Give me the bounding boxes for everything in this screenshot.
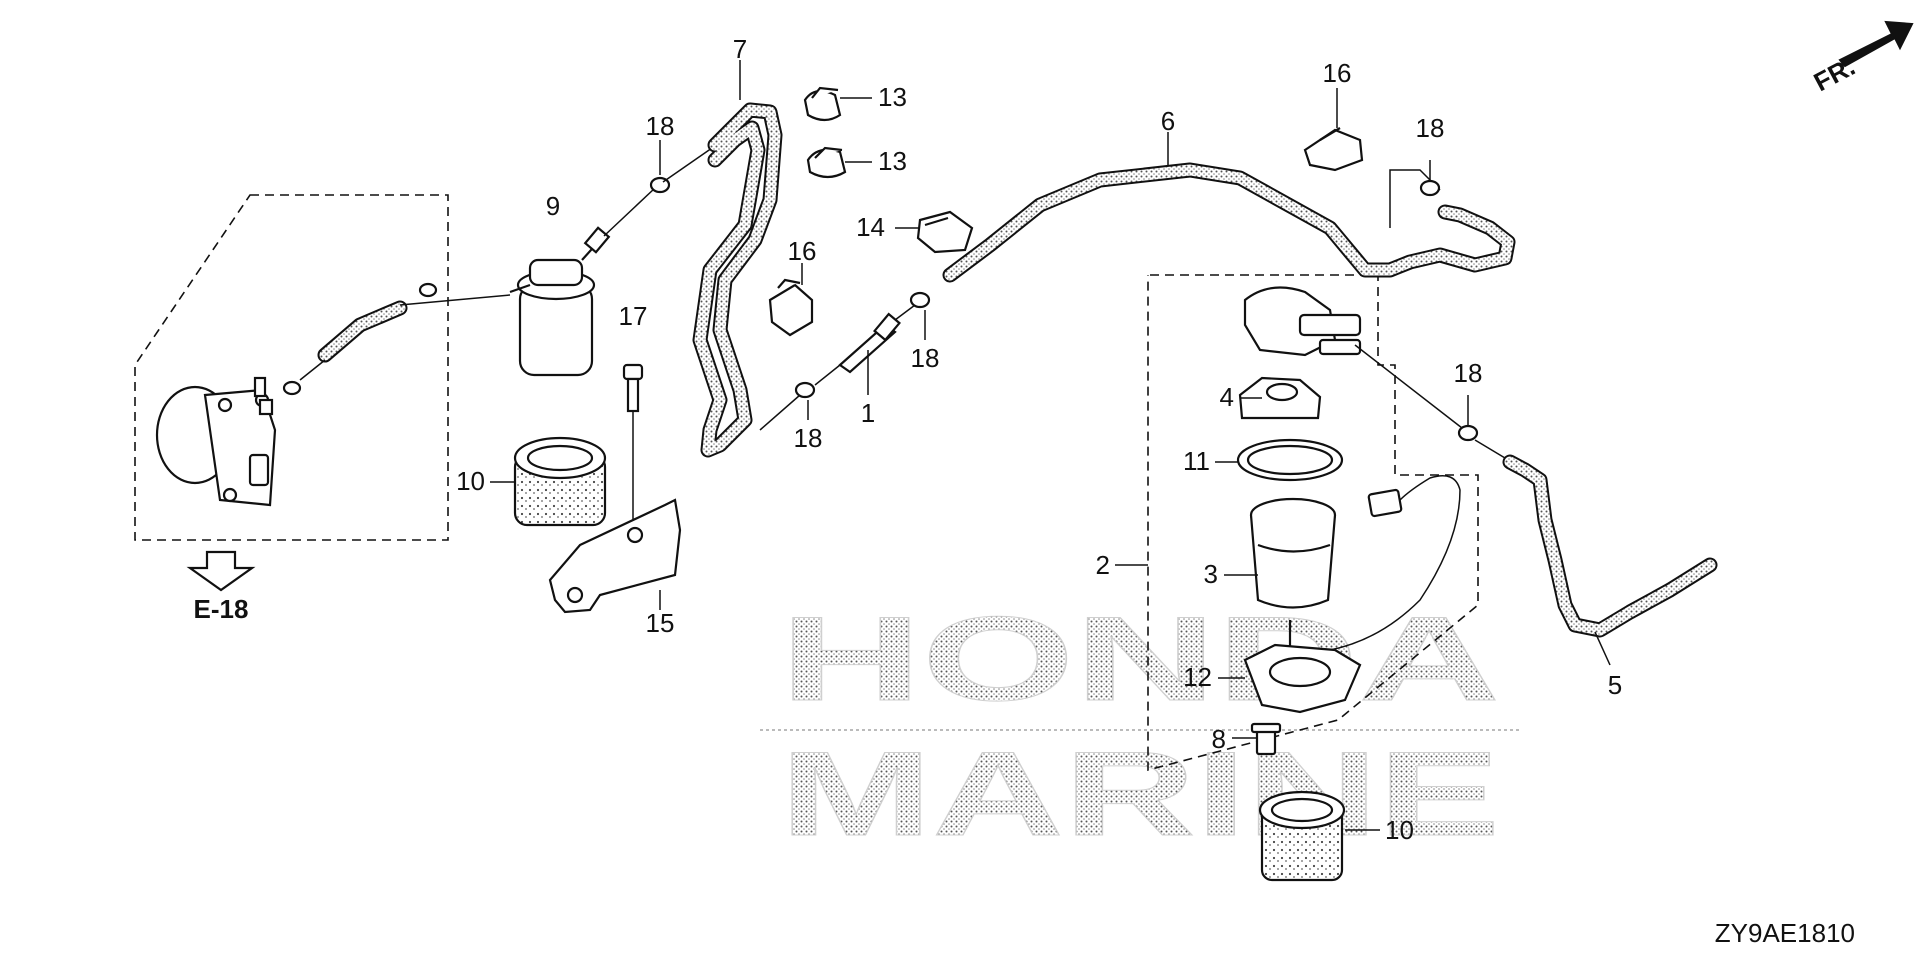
hose-5 [1502, 454, 1718, 638]
callout-18-c: 18 [911, 343, 940, 373]
clip-16-right [1303, 127, 1364, 172]
callout-3: 3 [1204, 559, 1218, 589]
e18-reference-arrow [186, 550, 256, 592]
callout-1: 1 [861, 398, 875, 428]
strainer-cap [1243, 286, 1362, 357]
grommet-10-left [513, 436, 607, 527]
watermark-line2: MARINE [780, 727, 1500, 861]
clip-13-lower [806, 146, 847, 179]
grommet-10-bottom [1258, 790, 1346, 882]
callout-16-left: 16 [788, 236, 817, 266]
callout-10-bottom: 10 [1385, 815, 1414, 845]
callout-8: 8 [1212, 724, 1226, 754]
reference-e18[interactable]: E-18 [194, 594, 249, 624]
bolt-8 [1250, 722, 1282, 756]
callout-11: 11 [1183, 446, 1210, 476]
water-sensor-wire [1329, 475, 1461, 651]
clip-13-upper [803, 86, 842, 122]
callout-5: 5 [1608, 670, 1622, 700]
callout-7: 7 [733, 34, 747, 64]
bolt-17 [622, 363, 644, 413]
callout-13-lower: 13 [878, 146, 907, 176]
front-direction-icon [1838, 20, 1914, 68]
watermark: HONDA MARINE [760, 592, 1520, 862]
packing-4 [1238, 376, 1322, 420]
o-ring-11-inner [1246, 444, 1334, 476]
holder-12 [1243, 643, 1362, 714]
callout-18-a: 18 [646, 111, 675, 141]
hose-7 [692, 102, 783, 458]
callout-6: 6 [1161, 106, 1175, 136]
pump-group-outline [134, 194, 449, 541]
clip-16-left [768, 278, 814, 337]
callout-16-right: 16 [1323, 58, 1352, 88]
clip-18e [1457, 424, 1479, 442]
callouts: 7 13 13 18 9 14 16 17 18 1 18 10 15 6 16… [456, 34, 1622, 845]
callout-18-e: 18 [1454, 358, 1483, 388]
diagram-code: ZY9AE1810 [1715, 918, 1855, 948]
callout-15: 15 [646, 608, 675, 638]
fuel-pump [155, 376, 277, 507]
clip-18d [1419, 179, 1441, 197]
hose-6 [942, 162, 1516, 283]
clip-pump-a [282, 282, 438, 396]
hose-pump-filter [317, 300, 408, 363]
clip-18b [794, 381, 816, 399]
strainer-cup-3 [1249, 497, 1337, 650]
clip-18c [909, 291, 931, 309]
bracket-15 [548, 498, 682, 614]
strainer-group-outline [1147, 274, 1479, 772]
callout-17: 17 [619, 301, 648, 331]
callout-18-d: 18 [1416, 113, 1445, 143]
watermark-line1: HONDA [780, 592, 1500, 726]
callout-4: 4 [1220, 382, 1234, 412]
callout-18-b: 18 [794, 423, 823, 453]
callout-9: 9 [546, 191, 560, 221]
callout-13-upper: 13 [878, 82, 907, 112]
callout-2: 2 [1096, 550, 1110, 580]
callout-14: 14 [856, 212, 885, 242]
fuel-filter [509, 226, 611, 377]
joint-1 [838, 312, 901, 374]
clip-14 [916, 210, 974, 254]
callout-10-left: 10 [456, 466, 485, 496]
callout-12: 12 [1183, 662, 1212, 692]
